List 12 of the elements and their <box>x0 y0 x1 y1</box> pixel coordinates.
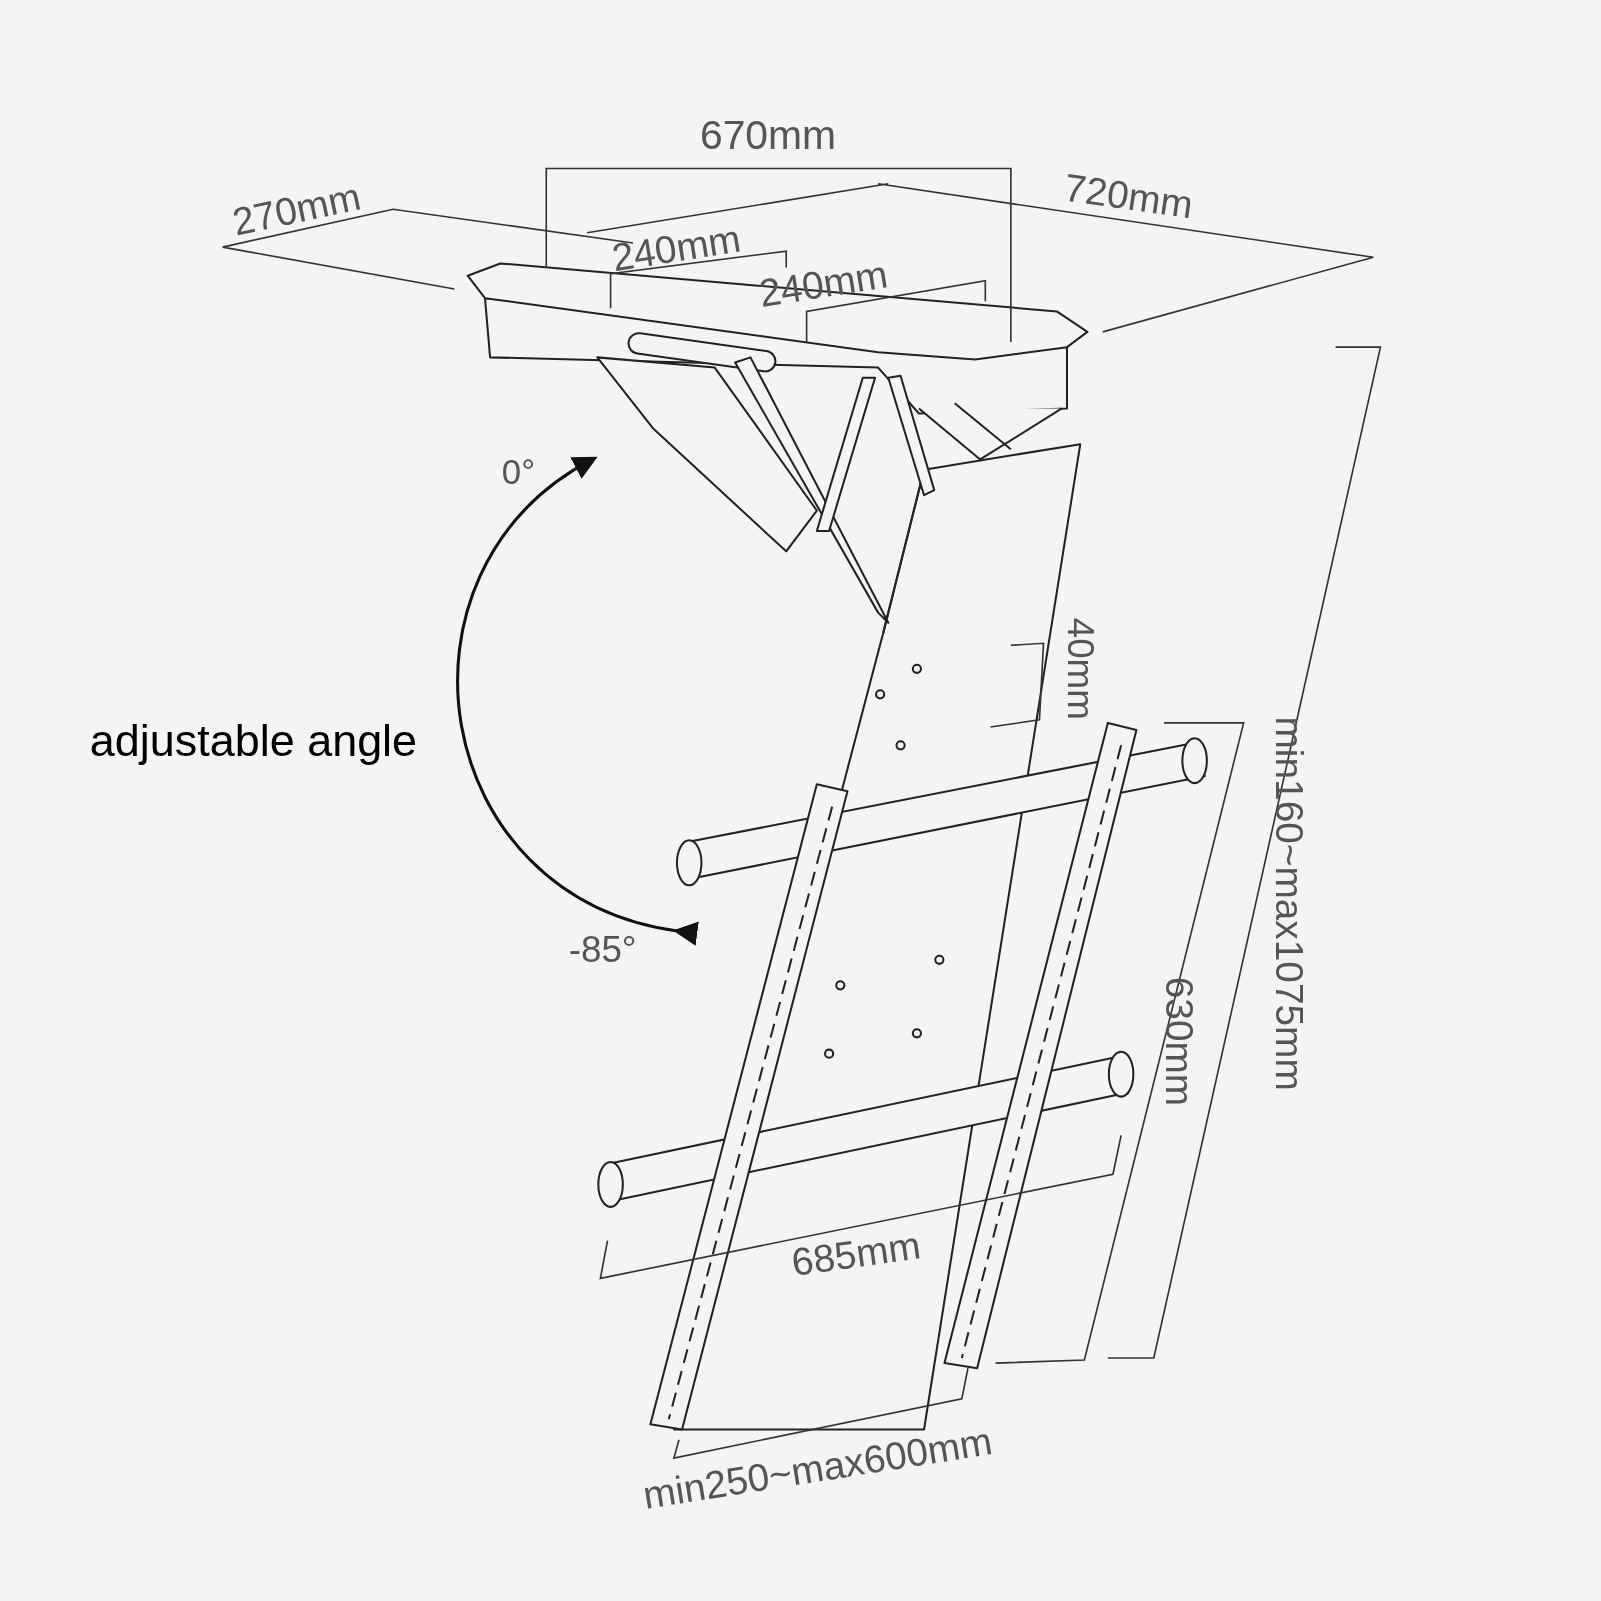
angle-label: 0° <box>501 454 536 490</box>
dimension-label: 670mm <box>699 114 837 156</box>
angle-label: -85° <box>568 931 637 968</box>
dimension-label: 270mm <box>228 176 364 242</box>
dimension-label: min160~max1075mm <box>1269 716 1309 1091</box>
dimension-label: 240mm <box>608 218 743 278</box>
dimension-label: 40mm <box>1061 617 1099 720</box>
dimension-label: 240mm <box>755 254 890 314</box>
dimension-label: 630mm <box>1159 976 1199 1107</box>
dimension-label: 720mm <box>1061 167 1195 225</box>
caption-text: adjustable angle <box>89 717 418 763</box>
dimension-label: 685mm <box>788 1225 923 1283</box>
